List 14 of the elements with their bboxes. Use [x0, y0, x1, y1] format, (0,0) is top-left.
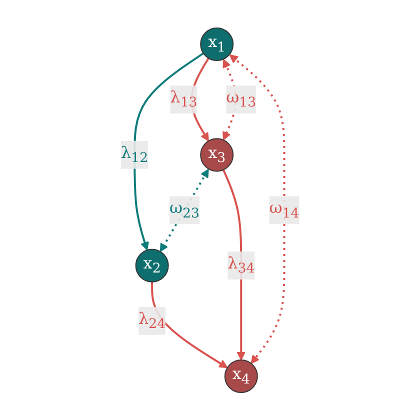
node-circle: x$_{2}$ [135, 248, 169, 282]
edge-label: ω$_{23}$ [169, 198, 200, 222]
edge-label: λ$_{12}$ [120, 142, 148, 166]
node-circle: x$_{4}$ [224, 359, 258, 393]
edge-label: λ$_{34}$ [227, 253, 255, 276]
node-circle: x$_{1}$ [200, 27, 234, 61]
arrow [133, 52, 204, 250]
node-circle: x$_{3}$ [200, 138, 234, 172]
edge-label: ω$_{13}$ [226, 87, 256, 110]
edge-label: λ$_{24}$ [138, 308, 166, 332]
edge-label: λ$_{13}$ [170, 87, 198, 110]
arrow [160, 168, 209, 252]
arrow [229, 54, 286, 364]
edge-label: ω$_{14}$ [269, 198, 300, 222]
